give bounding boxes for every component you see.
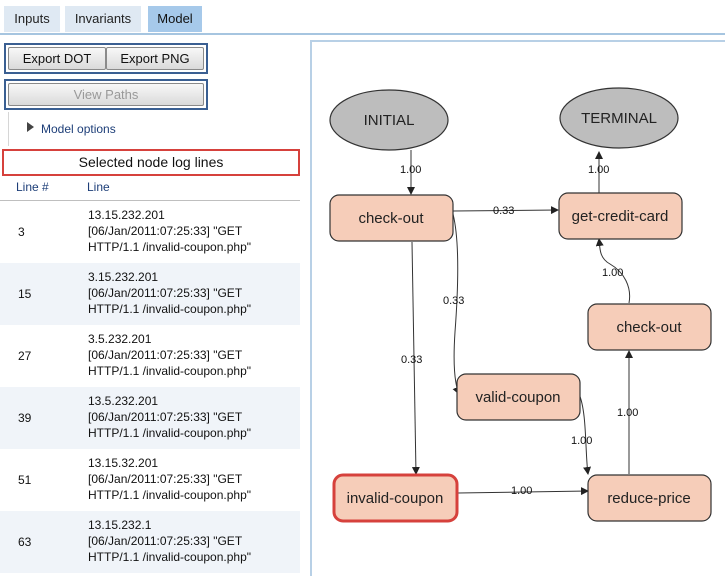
log-request: HTTP/1.1 /invalid-coupon.php" — [88, 364, 252, 378]
line-number: 39 — [18, 411, 32, 425]
view-paths-button[interactable]: View Paths — [8, 83, 204, 106]
log-table: 3 13.15.232.201 [06/Jan/2011:07:25:33] "… — [0, 201, 300, 575]
tab-invariants[interactable]: Invariants — [65, 6, 141, 32]
node-invalid-coupon[interactable]: invalid-coupon — [332, 473, 459, 523]
log-line-text: 13.15.32.201 [06/Jan/2011:07:25:33] "GET… — [88, 455, 293, 503]
node-label: TERMINAL — [581, 110, 657, 127]
table-row[interactable]: 27 3.5.232.201 [06/Jan/2011:07:25:33] "G… — [0, 325, 300, 387]
edge-label: 0.33 — [443, 295, 464, 307]
log-timestamp: [06/Jan/2011:07:25:33] "GET — [88, 348, 243, 362]
expand-triangle-icon[interactable] — [27, 122, 34, 132]
table-row[interactable]: 15 3.15.232.201 [06/Jan/2011:07:25:33] "… — [0, 263, 300, 325]
column-header-line-number[interactable]: Line # — [16, 180, 49, 194]
edge-invalid-reduce — [457, 487, 589, 496]
tab-bar: Inputs Invariants Model — [0, 0, 725, 35]
line-number: 63 — [18, 535, 32, 549]
model-graph-panel: 1.00 1.00 0.33 0.33 0.33 1.00 1.00 1.00 … — [310, 40, 725, 576]
edge-label: 1.00 — [400, 164, 421, 176]
edge-valid-reduce — [578, 393, 592, 475]
edge-checkout-invalid — [411, 241, 420, 475]
node-check-out[interactable]: check-out — [329, 194, 454, 242]
line-number: 27 — [18, 349, 32, 363]
line-number: 15 — [18, 287, 32, 301]
log-timestamp: [06/Jan/2011:07:25:33] "GET — [88, 534, 243, 548]
tab-model[interactable]: Model — [148, 6, 202, 32]
log-ip: 13.15.32.201 — [88, 456, 159, 470]
table-row[interactable]: 63 13.15.232.1 [06/Jan/2011:07:25:33] "G… — [0, 511, 300, 573]
log-ip: 13.15.232.201 — [88, 208, 165, 222]
log-request: HTTP/1.1 /invalid-coupon.php" — [88, 550, 252, 564]
edge-label: 0.33 — [493, 205, 514, 217]
log-timestamp: [06/Jan/2011:07:25:33] "GET — [88, 224, 243, 238]
column-header-line[interactable]: Line — [87, 180, 110, 194]
log-line-text: 13.15.232.1 [06/Jan/2011:07:25:33] "GET … — [88, 517, 293, 565]
node-label: reduce-price — [607, 490, 690, 507]
node-get-credit-card[interactable]: get-credit-card — [558, 192, 683, 240]
edge-checkout-getcc — [452, 206, 559, 215]
log-line-text: 13.5.232.201 [06/Jan/2011:07:25:33] "GET… — [88, 393, 293, 441]
log-line-text: 13.15.232.201 [06/Jan/2011:07:25:33] "GE… — [88, 207, 293, 255]
model-graph: 1.00 1.00 0.33 0.33 0.33 1.00 1.00 1.00 … — [329, 87, 712, 523]
node-check-out-2[interactable]: check-out — [587, 303, 712, 351]
edge-label: 0.33 — [401, 354, 422, 366]
node-label: get-credit-card — [572, 208, 669, 225]
export-button-group — [4, 43, 208, 74]
node-label: check-out — [358, 210, 424, 227]
log-timestamp: [06/Jan/2011:07:25:33] "GET — [88, 410, 243, 424]
line-number: 3 — [18, 225, 25, 239]
node-label: INITIAL — [364, 112, 415, 129]
node-reduce-price[interactable]: reduce-price — [587, 474, 712, 522]
log-ip: 3.15.232.201 — [88, 270, 159, 284]
export-dot-button[interactable]: Export DOT — [8, 47, 106, 70]
log-request: HTTP/1.1 /invalid-coupon.php" — [88, 302, 252, 316]
log-ip: 13.5.232.201 — [88, 394, 159, 408]
line-number: 51 — [18, 473, 32, 487]
log-timestamp: [06/Jan/2011:07:25:33] "GET — [88, 286, 243, 300]
edge-checkout2-getcc — [595, 238, 631, 304]
log-timestamp: [06/Jan/2011:07:25:33] "GET — [88, 472, 243, 486]
edge-label: 1.00 — [617, 407, 638, 419]
model-options[interactable]: Model options — [8, 112, 299, 146]
table-row[interactable]: 51 13.15.32.201 [06/Jan/2011:07:25:33] "… — [0, 449, 300, 511]
node-valid-coupon[interactable]: valid-coupon — [456, 373, 581, 421]
edge-label: 1.00 — [602, 267, 623, 279]
model-options-label[interactable]: Model options — [41, 122, 116, 136]
log-request: HTTP/1.1 /invalid-coupon.php" — [88, 240, 252, 254]
tab-inputs[interactable]: Inputs — [4, 6, 60, 32]
node-label: invalid-coupon — [347, 490, 444, 507]
log-line-text: 3.15.232.201 [06/Jan/2011:07:25:33] "GET… — [88, 269, 293, 317]
header-divider — [0, 200, 300, 201]
log-request: HTTP/1.1 /invalid-coupon.php" — [88, 488, 252, 502]
table-row[interactable]: 3 13.15.232.201 [06/Jan/2011:07:25:33] "… — [0, 201, 300, 263]
node-terminal[interactable]: TERMINAL — [559, 87, 679, 149]
edge-label: 1.00 — [571, 435, 592, 447]
log-line-text: 3.5.232.201 [06/Jan/2011:07:25:33] "GET … — [88, 331, 293, 379]
log-panel-title: Selected node log lines — [2, 149, 300, 176]
edge-label: 1.00 — [511, 485, 532, 497]
node-label: valid-coupon — [475, 389, 560, 406]
log-request: HTTP/1.1 /invalid-coupon.php" — [88, 426, 252, 440]
export-png-button[interactable]: Export PNG — [106, 47, 204, 70]
view-paths-frame — [4, 79, 208, 110]
log-ip: 13.15.232.1 — [88, 518, 152, 532]
edge-label: 1.00 — [588, 164, 609, 176]
edge-checkout-valid — [452, 213, 461, 395]
log-ip: 3.5.232.201 — [88, 332, 152, 346]
node-initial[interactable]: INITIAL — [329, 89, 449, 151]
table-row[interactable]: 39 13.5.232.201 [06/Jan/2011:07:25:33] "… — [0, 387, 300, 449]
node-label: check-out — [616, 319, 682, 336]
